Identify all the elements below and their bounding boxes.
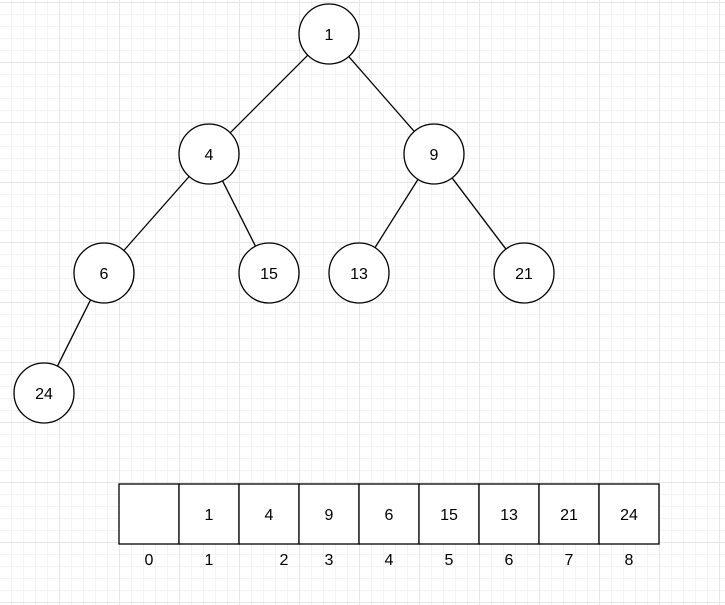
array-cell-box [238,483,300,545]
tree-node: 13 [328,242,390,304]
array-cell-value: 1 [205,507,214,524]
tree-edge-n9-n21 [451,177,507,250]
array-index-label: 1 [205,552,214,569]
array-index-label: 2 [280,552,289,569]
tree-node-circle [493,242,555,304]
array-index-label: 6 [505,552,514,569]
tree-edge-n9-n13 [374,179,419,248]
array-index-label: 8 [625,552,634,569]
tree-node: 15 [238,242,300,304]
tree-node: 6 [73,242,135,304]
array-cell-box [118,483,180,545]
array-cell-value: 15 [440,507,458,524]
tree-node-label: 15 [260,266,278,283]
tree-node-circle [403,123,465,185]
tree-node-label: 24 [35,386,53,403]
tree-edge-n1-n4 [229,54,309,134]
array-index-label: 7 [565,552,574,569]
array-index-label: 3 [325,552,334,569]
tree-nodes: 1 4 9 6 15 13 21 24 [13,3,555,424]
array-cell-value: 21 [560,507,578,524]
tree-node-label: 6 [100,266,109,283]
heap-array: 1 4 9 6 15 13 21 24 [118,483,660,545]
tree-node-circle [238,242,300,304]
tree-edge-n4-n6 [123,176,190,251]
tree-edge-n1-n9 [348,56,415,132]
tree-node-label: 9 [430,147,439,164]
array-cell-value: 13 [500,507,518,524]
array-cell: 6 [358,483,420,545]
array-cell: 1 [178,483,240,545]
array-index-label: 0 [145,552,154,569]
array-cell: 13 [478,483,540,545]
array-cell: 15 [418,483,480,545]
array-cell-box [538,483,600,545]
array-cell-box [478,483,540,545]
array-index-label: 4 [385,552,394,569]
tree-node: 24 [13,362,75,424]
tree-node-circle [13,362,75,424]
array-index-label: 5 [445,552,454,569]
tree-node: 9 [403,123,465,185]
array-cell-value: 6 [385,507,394,524]
array-cell: 4 [238,483,300,545]
tree-node-label: 4 [205,147,214,164]
array-cell: 21 [538,483,600,545]
array-indices: 0 1 2 3 4 5 6 7 8 [145,552,634,569]
tree-edge-n4-n15 [221,180,257,247]
array-cell: 24 [598,483,660,545]
tree-node: 4 [178,123,240,185]
array-cell-value: 24 [620,507,638,524]
tree-node: 1 [298,3,360,65]
tree-edges [56,54,507,367]
tree-node-circle [73,242,135,304]
tree-edge-n6-n24 [56,299,92,367]
array-cell-box [358,483,420,545]
tree-node-circle [178,123,240,185]
tree-node-label: 21 [515,266,533,283]
array-cell-value: 4 [265,507,274,524]
array-cell-box [598,483,660,545]
tree-node-circle [298,3,360,65]
array-cell [118,483,180,545]
array-cell: 9 [298,483,360,545]
array-cell-box [298,483,360,545]
tree-node: 21 [493,242,555,304]
tree-node-label: 1 [325,27,334,44]
tree-node-circle [328,242,390,304]
array-cell-box [178,483,240,545]
tree-node-label: 13 [350,266,368,283]
array-cell-value: 9 [325,507,334,524]
